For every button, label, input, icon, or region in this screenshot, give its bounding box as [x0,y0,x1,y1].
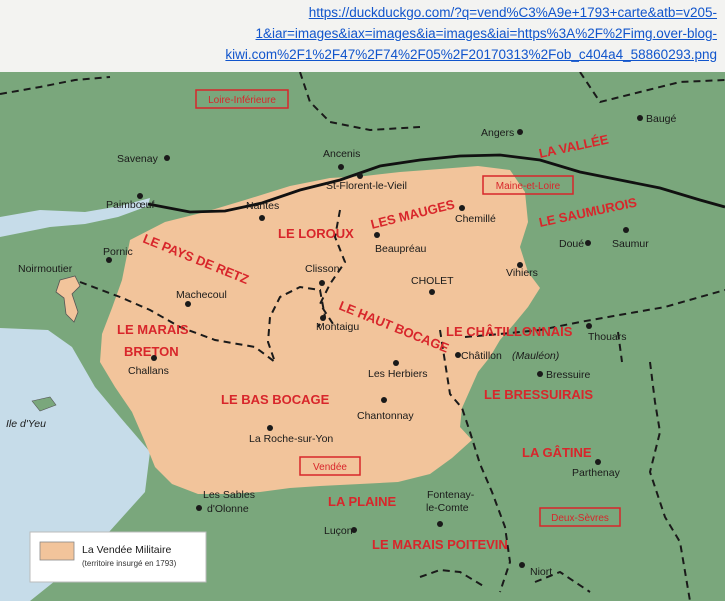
map-legend: La Vendée Militaire (territoire insurgé … [29,531,207,583]
city-label-bauge: Baugé [646,113,677,125]
city-dot-paimboeuf [137,193,143,199]
city-label-vihiers: Vihiers [506,267,538,279]
city-label-ile-yeu: Ile d'Yeu [6,418,46,430]
city-label-mauleon: (Mauléon) [512,350,559,362]
city-dot-la-roche [267,425,273,431]
city-dot-vihiers [517,262,523,268]
city-label-la-roche: La Roche-sur-Yon [249,433,333,445]
city-dot-bauge [637,115,643,121]
city-dot-clisson [319,280,325,286]
city-dot-ancenis [338,164,344,170]
city-dot-fontenay [437,521,443,527]
source-link-line-3[interactable]: kiwi.com%2F1%2F47%2F74%2F05%2F20170313%2… [225,47,717,62]
city-dot-doue [585,240,591,246]
noirmoutier-island [55,275,81,323]
city-label-machecoul: Machecoul [176,289,227,301]
deux-sevres-label: Deux-Sèvres [551,513,609,524]
city-label-clisson: Clisson [305,263,340,275]
city-dot-sables [196,505,202,511]
department-label-deux-sevres: Deux-Sèvres [539,507,621,527]
region-gatine: LA GÂTINE [522,445,592,460]
city-label-les-herbiers: Les Herbiers [368,368,428,380]
source-link-line-2[interactable]: 1&iar=images&iax=images&ia=images&iai=ht… [255,26,717,41]
city-label-chantonnay: Chantonnay [357,410,414,422]
city-label-chatillon: Châtillon [461,350,502,362]
city-label-fontenay-line2: le-Comte [426,502,469,514]
city-label-savenay: Savenay [117,153,159,165]
vendee-map: Loire-Inférieure Maine-et-Loire Vendée D… [0,72,725,601]
legend-subtitle: (territoire insurgé en 1793) [82,559,177,568]
city-label-paimboeuf: Paimbœuf [106,199,155,211]
city-label-challans: Challans [128,365,169,377]
city-label-niort: Niort [530,566,552,578]
vendee-map-svg: Loire-Inférieure Maine-et-Loire Vendée D… [0,72,725,601]
city-dot-st-florent [357,173,363,179]
city-dot-challans [151,355,157,361]
department-boundaries [0,72,725,601]
region-le-loroux: LE LOROUX [278,226,354,241]
city-label-pornic: Pornic [103,246,133,258]
city-label-ancenis: Ancenis [323,148,360,160]
city-dot-les-herbiers [393,360,399,366]
city-dot-angers [517,129,523,135]
region-marais-breton-line2: BRETON [124,344,179,359]
region-la-plaine: LA PLAINE [328,494,396,509]
city-label-montaigu: Montaigu [316,321,359,333]
city-label-beaupreau: Beaupréau [375,243,427,255]
region-marais-breton-line1: LE MARAIS [117,322,189,337]
city-label-lucon: Luçon [324,525,353,537]
loire-river [147,153,725,214]
city-label-angers: Angers [481,127,514,139]
maine-et-loire-label: Maine-et-Loire [496,181,561,192]
city-label-parthenay: Parthenay [572,467,621,479]
city-label-sables-line1: Les Sables [203,489,255,501]
city-dot-saumur [623,227,629,233]
city-dot-chemille [459,205,465,211]
loire-inferieure-label: Loire-Inférieure [208,95,276,106]
vendee-label: Vendée [313,462,347,473]
city-label-noirmoutier: Noirmoutier [18,263,73,275]
city-dot-montaigu [320,315,326,321]
department-label-loire-inferieure: Loire-Inférieure [195,89,289,109]
city-dot-chatillon [455,352,461,358]
city-dot-bressuire [537,371,543,377]
city-label-fontenay-line1: Fontenay- [427,489,475,501]
city-dot-chantonnay [381,397,387,403]
region-chatillonnais: LE CHÂTILLONNAIS [446,324,573,339]
department-label-maine-et-loire: Maine-et-Loire [482,175,574,195]
city-label-cholet: CHOLET [411,275,454,287]
city-label-saumur: Saumur [612,238,649,250]
city-label-thouars: Thouars [588,331,627,343]
department-label-vendee: Vendée [299,456,361,476]
legend-title: La Vendée Militaire [82,544,171,556]
city-label-chemille: Chemillé [455,213,496,225]
city-dot-parthenay [595,459,601,465]
loire-estuary [0,198,150,237]
city-dot-niort [519,562,525,568]
city-dot-savenay [164,155,170,161]
city-dot-lucon [351,527,357,533]
city-label-bressuire: Bressuire [546,369,591,381]
region-bressuirais: LE BRESSUIRAIS [484,387,593,402]
insurgent-territory [100,166,540,494]
city-label-nantes: Nantes [246,200,279,212]
region-marais-poitevin: LE MARAIS POITEVIN [372,537,508,552]
city-dot-thouars [586,323,592,329]
city-dot-cholet [429,289,435,295]
city-dot-beaupreau [374,232,380,238]
source-link-line-1[interactable]: https://duckduckgo.com/?q=vend%C3%A9e+17… [308,5,717,20]
city-dot-pornic [106,257,112,263]
city-label-st-florent: St-Florent-le-Vieil [326,180,407,192]
region-bas-bocage: LE BAS BOCAGE [221,392,330,407]
city-label-sables-line2: d'Olonne [207,503,249,515]
city-label-doue: Doué [559,238,584,250]
city-dot-nantes [259,215,265,221]
legend-swatch [39,541,75,561]
ile-yeu-island [31,396,57,412]
city-dot-machecoul [185,301,191,307]
source-link-block[interactable]: https://duckduckgo.com/?q=vend%C3%A9e+17… [0,2,725,65]
